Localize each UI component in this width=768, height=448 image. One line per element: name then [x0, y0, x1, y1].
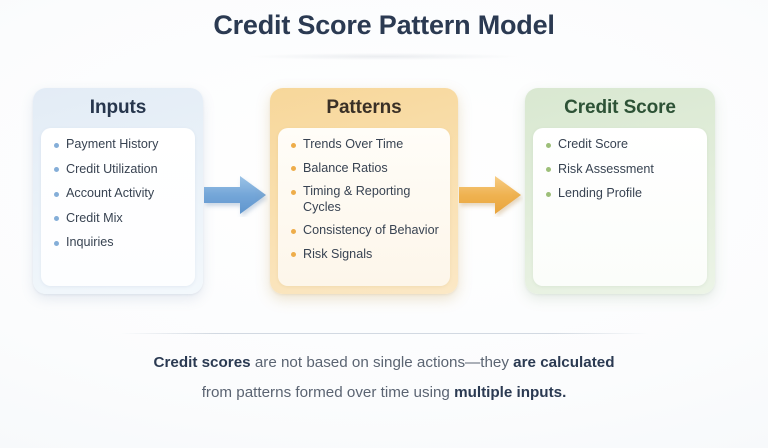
column-patterns-list: Trends Over Time Balance Ratios Timing &… — [282, 137, 446, 262]
list-item: Credit Mix — [45, 211, 191, 227]
footer-line-1: Credit scores are not based on single ac… — [54, 348, 714, 378]
footer-regular-2: from patterns formed over time using — [201, 384, 455, 401]
list-item: Credit Utilization — [45, 162, 191, 178]
footer-divider — [120, 333, 648, 334]
list-item: Timing & Reporting Cycles — [282, 184, 446, 215]
column-patterns-heading: Patterns — [326, 97, 402, 118]
column-patterns: Patterns Trends Over Time Balance Ratios… — [270, 88, 458, 294]
footer-line-2: from patterns formed over time using mul… — [54, 378, 714, 408]
footer-caption: Credit scores are not based on single ac… — [54, 348, 714, 408]
footer-regular-1: are not based on single actions—they — [250, 354, 514, 371]
column-inputs-body: Payment History Credit Utilization Accou… — [41, 128, 195, 286]
list-item: Risk Assessment — [537, 162, 703, 178]
arrow-right-icon-patterns-to-credit-score — [459, 173, 523, 217]
list-item: Payment History — [45, 137, 191, 153]
list-item: Trends Over Time — [282, 137, 446, 153]
column-credit-score-heading: Credit Score — [564, 97, 676, 118]
list-item: Account Activity — [45, 186, 191, 202]
footer-bold-1: Credit scores — [153, 354, 251, 371]
footer-bold-2: are calculated — [513, 354, 615, 371]
list-item: Balance Ratios — [282, 161, 446, 177]
page-title: Credit Score Pattern Model — [213, 10, 555, 40]
list-item: Credit Score — [537, 137, 703, 153]
column-patterns-body: Trends Over Time Balance Ratios Timing &… — [278, 128, 450, 286]
list-item: Lending Profile — [537, 186, 703, 202]
title-underglow — [250, 53, 518, 60]
column-inputs-heading: Inputs — [89, 97, 147, 118]
list-item: Inquiries — [45, 235, 191, 251]
column-inputs: Inputs Payment History Credit Utilizatio… — [33, 88, 203, 294]
column-credit-score-body: Credit Score Risk Assessment Lending Pro… — [533, 128, 707, 286]
column-credit-score: Credit Score Credit Score Risk Assessmen… — [525, 88, 715, 294]
arrow-right-icon-inputs-to-patterns — [204, 173, 268, 217]
list-item: Risk Signals — [282, 247, 446, 263]
column-inputs-list: Payment History Credit Utilization Accou… — [45, 137, 191, 251]
footer-bold-3: multiple inputs. — [454, 384, 567, 401]
column-credit-score-list: Credit Score Risk Assessment Lending Pro… — [537, 137, 703, 202]
list-item: Consistency of Behavior — [282, 223, 446, 239]
